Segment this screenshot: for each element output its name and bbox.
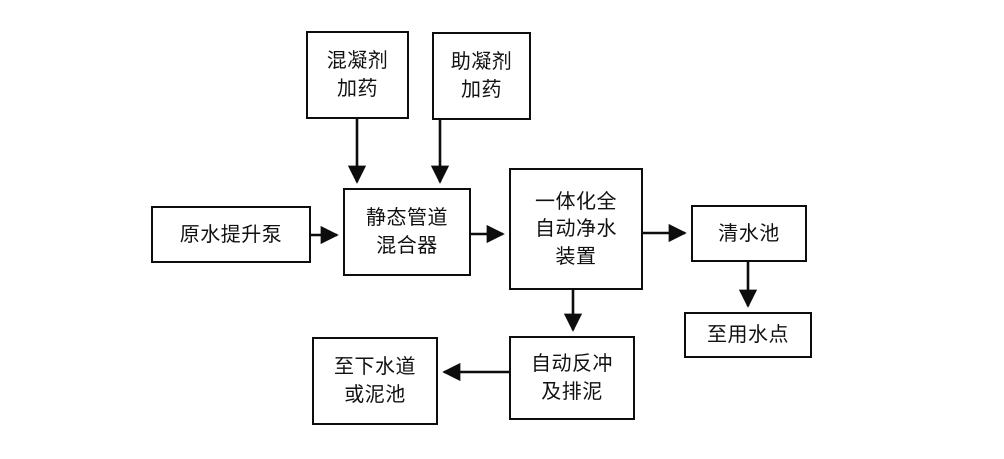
node-label-line: 至下水道 (334, 354, 416, 379)
node-label-line: 静态管道 (366, 205, 448, 230)
node-label-line: 自动反冲 (531, 351, 613, 376)
node-label-line: 一体化全 (535, 188, 617, 213)
node-label-line: 清水池 (718, 220, 780, 245)
node-static-pipe-mixer[interactable]: 静态管道混合器 (343, 188, 471, 276)
node-label-line: 装置 (555, 243, 597, 268)
node-to-sewer-or-sludge-pit[interactable]: 至下水道或泥池 (312, 337, 438, 425)
node-auto-backwash-sludge[interactable]: 自动反冲及排泥 (509, 336, 635, 420)
node-coagulant-dosing[interactable]: 混凝剂加药 (306, 31, 409, 119)
node-flocculant-aid-dosing[interactable]: 助凝剂加药 (432, 32, 531, 120)
node-raw-water-lift-pump[interactable]: 原水提升泵 (151, 206, 311, 263)
node-label-line: 助凝剂 (450, 49, 513, 74)
node-label-line: 混合器 (376, 233, 438, 257)
node-label-line: 原水提升泵 (179, 221, 283, 246)
node-label-line: 加药 (337, 76, 378, 100)
node-to-water-use-point[interactable]: 至用水点 (684, 312, 812, 358)
node-clear-water-tank[interactable]: 清水池 (691, 205, 807, 262)
node-label-line: 及排泥 (541, 379, 603, 403)
node-label-line: 至用水点 (707, 322, 789, 347)
node-label-line: 混凝剂 (326, 48, 389, 73)
node-label-line: 或泥池 (344, 382, 406, 406)
node-integrated-auto-purifier[interactable]: 一体化全自动净水装置 (509, 168, 643, 290)
node-label-line: 自动净水 (535, 216, 617, 241)
node-label-line: 加药 (461, 77, 502, 101)
